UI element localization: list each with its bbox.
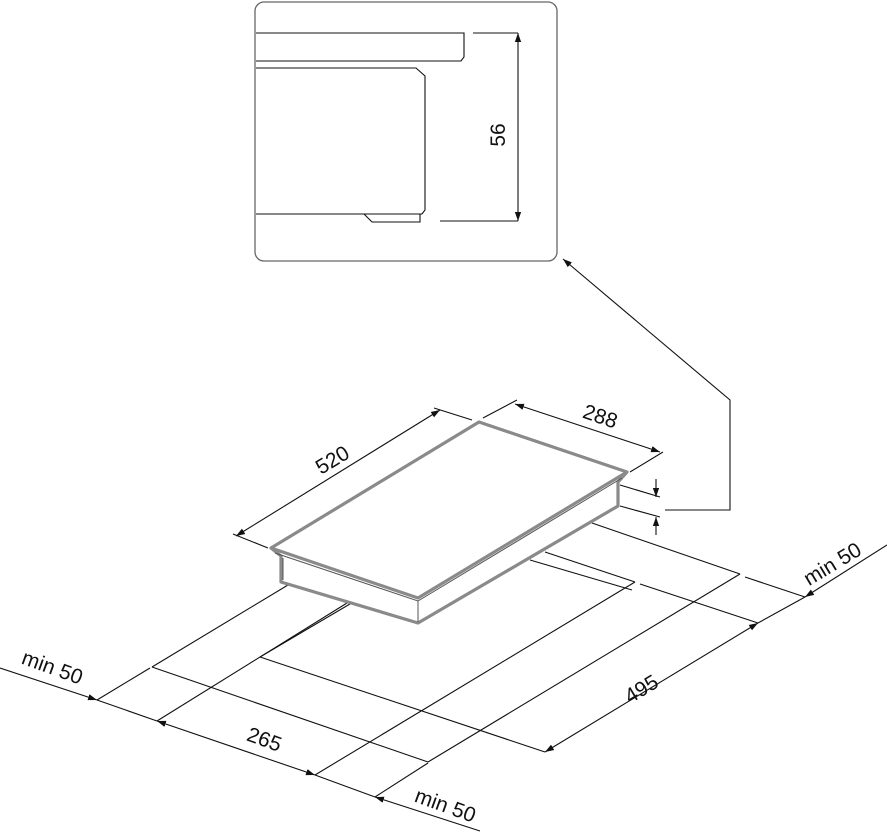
clearance-left-arrow — [0, 667, 98, 701]
hob-foot — [363, 213, 421, 223]
inset-frame — [254, 1, 558, 262]
length-dimension-line — [235, 409, 441, 537]
width-dimension-line — [514, 403, 661, 453]
clearance-front-label: min 50 — [412, 784, 479, 827]
length-label: 520 — [312, 442, 354, 480]
side-section-inset: 56 — [254, 1, 558, 262]
width-label: 288 — [580, 400, 621, 433]
inset-leader-line — [562, 258, 731, 511]
hob-illustration — [269, 420, 629, 625]
cutout-length-dimension-line — [544, 622, 759, 753]
hob-body-section — [256, 67, 426, 215]
clearance-right-arrow — [804, 544, 887, 598]
cutout-width-label: 265 — [244, 723, 285, 757]
height-label: 56 — [487, 123, 510, 146]
worktop-plate — [256, 32, 465, 62]
clearance-left-label: min 50 — [19, 646, 86, 689]
clearance-front-arrow — [374, 796, 481, 832]
cutout-width-dimension-line — [156, 720, 316, 776]
